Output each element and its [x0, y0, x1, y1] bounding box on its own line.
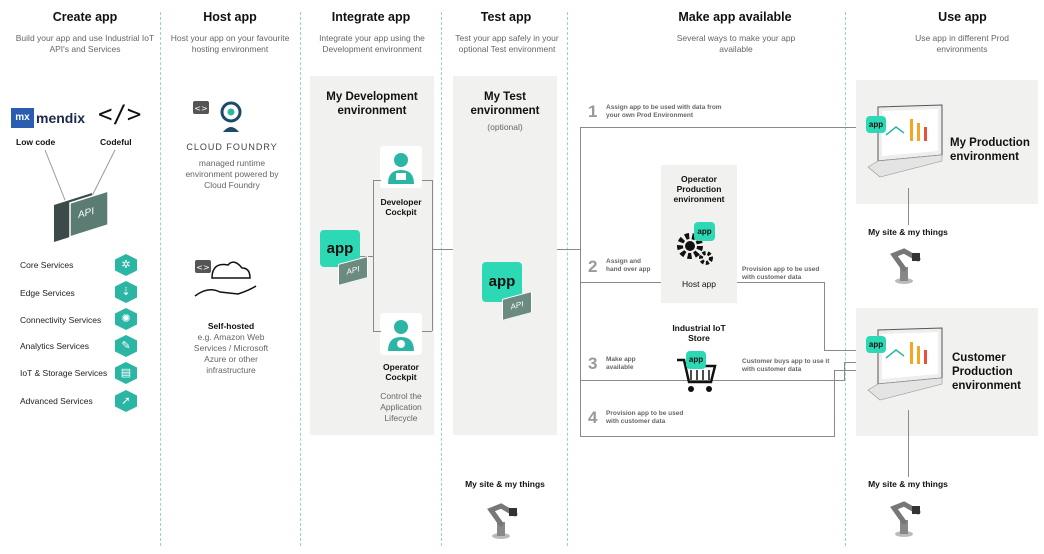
connector-line: [844, 362, 845, 380]
self-hosted-icon: <>: [194, 260, 257, 297]
host-app-title: Host app: [203, 10, 257, 24]
cloud-foundry-icon: <>: [193, 101, 242, 132]
connector-line: [580, 127, 581, 436]
operator-cockpit-desc: Control the Application Lifecycle: [380, 391, 422, 423]
step-1-number: 1: [588, 102, 598, 121]
connector-line: [373, 180, 381, 181]
connector-line: [580, 127, 865, 128]
connector-line: [373, 331, 381, 332]
step-2-number: 2: [588, 257, 598, 276]
integrate-app-subtitle: Integrate your app using the Development…: [319, 33, 425, 54]
connector-line: [834, 370, 864, 371]
connector-line: [432, 180, 433, 331]
svg-text:<>: <>: [196, 263, 209, 272]
advanced-services-label: Advanced Services: [20, 396, 93, 406]
operator-cockpit-icon[interactable]: [380, 313, 422, 355]
step-4-number: 4: [588, 408, 598, 427]
edge-services-icon[interactable]: ⇣: [115, 281, 137, 303]
customer-buys-text: Customer buys app to use it with custome…: [742, 358, 830, 373]
step-3-number: 3: [588, 354, 598, 373]
connector-line: [373, 180, 374, 331]
cloud-foundry-title: CLOUD FOUNDRY: [186, 142, 278, 152]
step-2-text: Assign and hand over app: [606, 258, 651, 273]
codeful-label: Codeful: [100, 137, 132, 147]
api-cube-icon: [44, 149, 116, 242]
development-environment-title: My Development environment: [326, 91, 418, 117]
connector-line: [844, 362, 864, 363]
connectivity-services-label: Connectivity Services: [20, 315, 102, 325]
step-4-text: Provision app to be used with customer d…: [606, 410, 684, 425]
integrate-app-title: Integrate app: [331, 10, 411, 24]
connector-line: [824, 282, 825, 350]
mendix-logo-badge: mx: [11, 108, 34, 128]
test-optional-label: (optional): [487, 122, 523, 132]
provision-text: Provision app to be used with customer d…: [742, 266, 820, 281]
prod-app-icon[interactable]: app: [866, 116, 886, 133]
analytics-services-icon[interactable]: ✎: [115, 335, 137, 357]
create-app-subtitle: Build your app and use Industrial IoT AP…: [15, 33, 155, 54]
self-hosted-desc: e.g. Amazon Web Services / Microsoft Azu…: [193, 332, 269, 375]
customer-production-title: Customer Production environment: [952, 352, 1022, 392]
storage-services-icon[interactable]: ▤: [115, 362, 137, 384]
my-production-title: My Production environment: [950, 137, 1030, 163]
storage-services-label: IoT & Storage Services: [20, 368, 108, 378]
developer-cockpit-label: Developer Cockpit: [380, 197, 422, 217]
use-app-subtitle: Use app in different Prod environments: [915, 33, 1009, 54]
test-app-subtitle: Test your app safely in your optional Te…: [455, 33, 559, 54]
self-hosted-title: Self-hosted: [207, 321, 255, 331]
edge-services-label: Edge Services: [20, 288, 75, 298]
laptop-icon: [867, 327, 943, 401]
laptop-icon: [867, 104, 943, 178]
customer-app-icon[interactable]: app: [866, 336, 886, 353]
connector-line: [908, 188, 909, 225]
developer-cockpit-icon[interactable]: [380, 146, 422, 188]
create-app-title: Create app: [52, 10, 118, 24]
mendix-logo-text: mendix: [36, 110, 86, 126]
use-app-title: Use app: [938, 10, 987, 24]
robot-arm-icon: [890, 501, 921, 537]
connector-line: [834, 370, 835, 436]
step-1-text: Assign app to be used with data from you…: [606, 104, 722, 119]
cloud-foundry-desc: managed runtime environment powered by C…: [185, 158, 279, 190]
column-divider: [441, 12, 442, 546]
svg-text:<>: <>: [194, 104, 207, 113]
store-app-icon[interactable]: app: [686, 351, 706, 369]
connector-line: [422, 180, 432, 181]
column-divider: [160, 12, 161, 546]
prod-site-label: My site & my things: [868, 227, 948, 237]
operator-production-title: Operator Production environment: [673, 174, 725, 204]
make-available-subtitle: Several ways to make your app available: [676, 33, 796, 54]
host-app-label: Host app: [681, 279, 717, 289]
connector-line: [422, 331, 432, 332]
test-site-label: My site & my things: [465, 479, 545, 489]
code-icon: </>: [98, 100, 142, 128]
step-3-text: Make app available: [606, 356, 636, 371]
host-app-subtitle: Host your app on your favourite hosting …: [170, 33, 290, 54]
gear-icon: [677, 233, 713, 265]
test-app-title: Test app: [480, 10, 532, 24]
connectivity-services-icon[interactable]: ✺: [115, 308, 137, 330]
connector-line: [824, 350, 864, 351]
connector-line: [908, 410, 909, 477]
core-services-icon[interactable]: ✲: [115, 254, 137, 276]
operator-app-icon[interactable]: app: [694, 222, 715, 241]
customer-site-label: My site & my things: [868, 479, 948, 489]
robot-arm-icon: [487, 503, 518, 539]
test-environment-panel: [453, 76, 557, 435]
shopping-cart-icon[interactable]: [675, 356, 719, 396]
column-divider: [845, 12, 846, 546]
core-services-label: Core Services: [20, 260, 74, 270]
column-divider: [567, 12, 568, 546]
column-divider: [300, 12, 301, 546]
test-environment-title: My Test environment: [470, 91, 540, 117]
make-available-title: Make app available: [678, 10, 792, 24]
analytics-services-label: Analytics Services: [20, 341, 89, 351]
iot-store-title: Industrial IoT Store: [672, 323, 726, 343]
operator-cockpit-label: Operator Cockpit: [383, 362, 419, 382]
advanced-services-icon[interactable]: ➚: [115, 390, 137, 412]
connector-line: [580, 436, 835, 437]
low-code-label: Low code: [16, 137, 56, 147]
robot-arm-icon: [890, 248, 921, 284]
